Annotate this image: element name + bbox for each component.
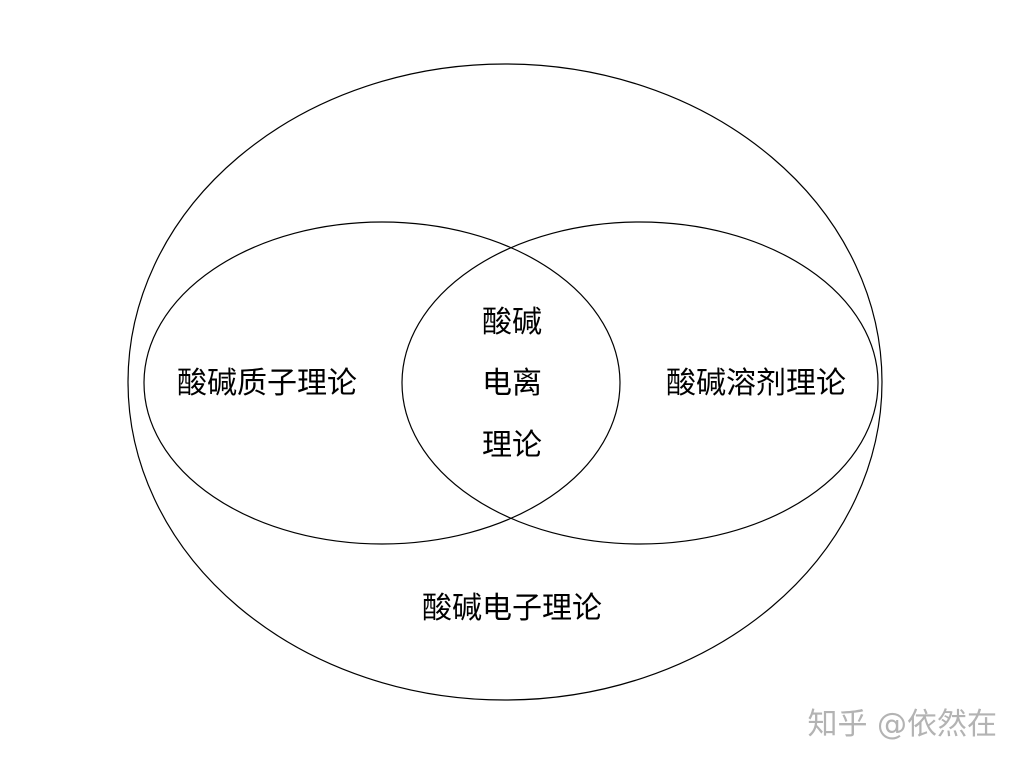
ionization-theory-label-line2: 电离 — [482, 366, 542, 401]
electron-theory-label: 酸碱电子理论 — [422, 591, 602, 626]
ionization-theory-label-line1: 酸碱 — [482, 305, 542, 340]
solvent-theory-ellipse — [401, 221, 879, 545]
solvent-theory-label: 酸碱溶剂理论 — [666, 366, 846, 401]
proton-theory-label: 酸碱质子理论 — [177, 366, 357, 401]
electron-theory-ellipse — [127, 63, 883, 701]
ionization-theory-label-line3: 理论 — [482, 428, 542, 463]
proton-theory-ellipse — [143, 221, 621, 545]
watermark-text: 知乎 @依然在 — [807, 707, 997, 742]
